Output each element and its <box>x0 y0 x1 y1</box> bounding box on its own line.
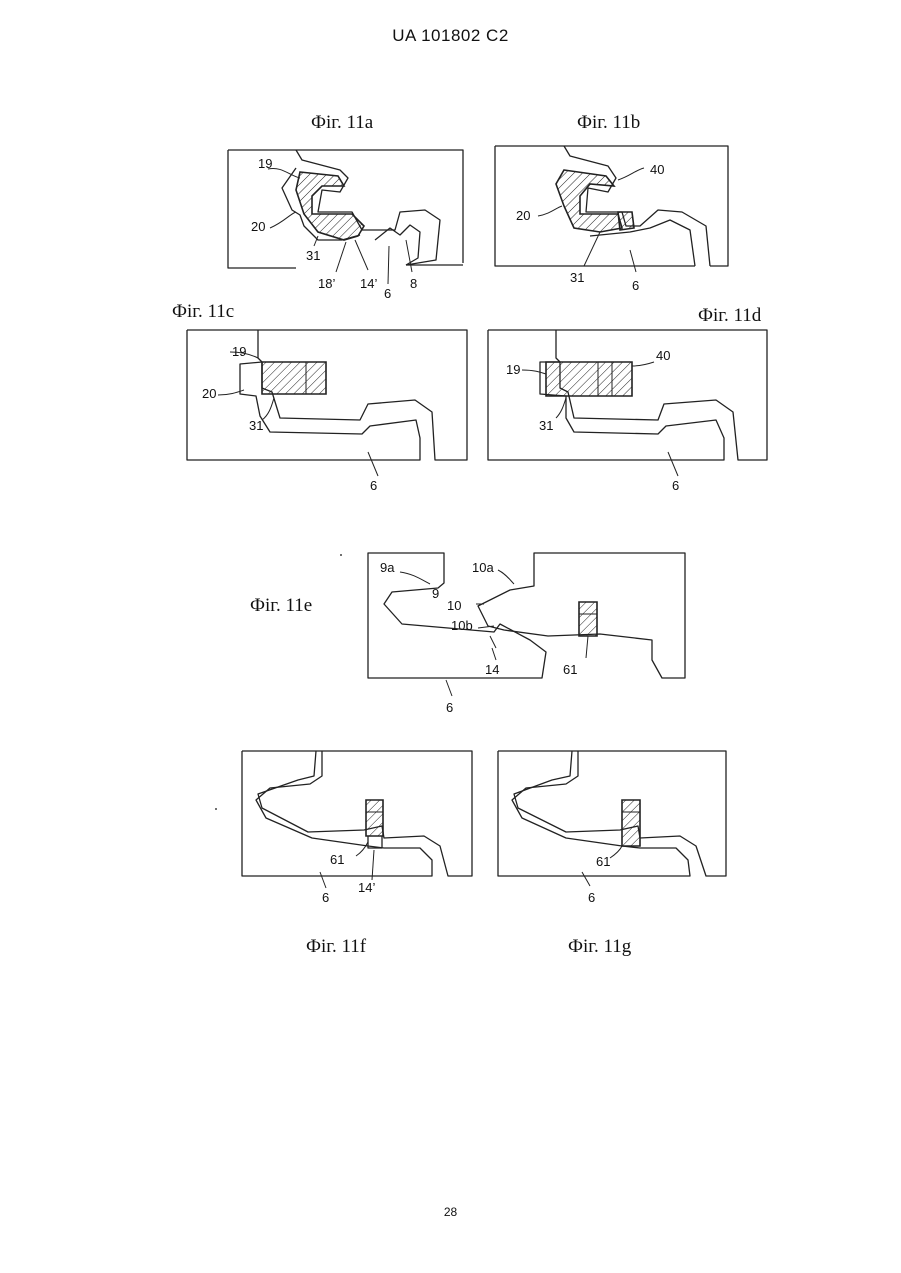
drawing-fig-11e: 9a 9 10a 10 10b 14 61 6 <box>368 553 685 715</box>
label-61: 61 <box>330 852 344 867</box>
label-9: 9 <box>432 586 439 601</box>
label-10b: 10b <box>451 618 473 633</box>
label-6: 6 <box>588 890 595 905</box>
label-20: 20 <box>251 219 265 234</box>
drawing-fig-11g: 61 6 <box>498 751 726 905</box>
drawing-fig-11b: 40 20 31 6 <box>495 146 728 293</box>
drawing-fig-11c: 19 20 31 6 <box>187 330 467 493</box>
label-6: 6 <box>672 478 679 493</box>
label-31: 31 <box>249 418 263 433</box>
drawing-fig-11d: 40 19 31 6 <box>488 330 767 493</box>
label-10: 10 <box>447 598 461 613</box>
label-31: 31 <box>539 418 553 433</box>
label-20: 20 <box>516 208 530 223</box>
label-6: 6 <box>446 700 453 715</box>
speck <box>340 554 342 556</box>
page-number: 28 <box>0 1205 901 1219</box>
label-61: 61 <box>596 854 610 869</box>
drawing-fig-11a: 19 20 31 18’ 14’ 6 8 <box>228 150 463 301</box>
label-14-prime: 14’ <box>360 276 377 291</box>
label-6: 6 <box>632 278 639 293</box>
label-31: 31 <box>570 270 584 285</box>
label-61: 61 <box>563 662 577 677</box>
label-6: 6 <box>384 286 391 301</box>
drawing-fig-11f: 61 6 14’ <box>242 751 472 905</box>
speck <box>215 808 217 810</box>
label-6: 6 <box>370 478 377 493</box>
label-14-prime: 14’ <box>358 880 375 895</box>
label-40: 40 <box>656 348 670 363</box>
label-40: 40 <box>650 162 664 177</box>
label-19: 19 <box>506 362 520 377</box>
label-19: 19 <box>232 344 246 359</box>
label-18-prime: 18’ <box>318 276 335 291</box>
label-14: 14 <box>485 662 499 677</box>
label-19: 19 <box>258 156 272 171</box>
label-6: 6 <box>322 890 329 905</box>
label-10a: 10a <box>472 560 494 575</box>
label-20: 20 <box>202 386 216 401</box>
label-8: 8 <box>410 276 417 291</box>
label-9a: 9a <box>380 560 395 575</box>
label-31: 31 <box>306 248 320 263</box>
